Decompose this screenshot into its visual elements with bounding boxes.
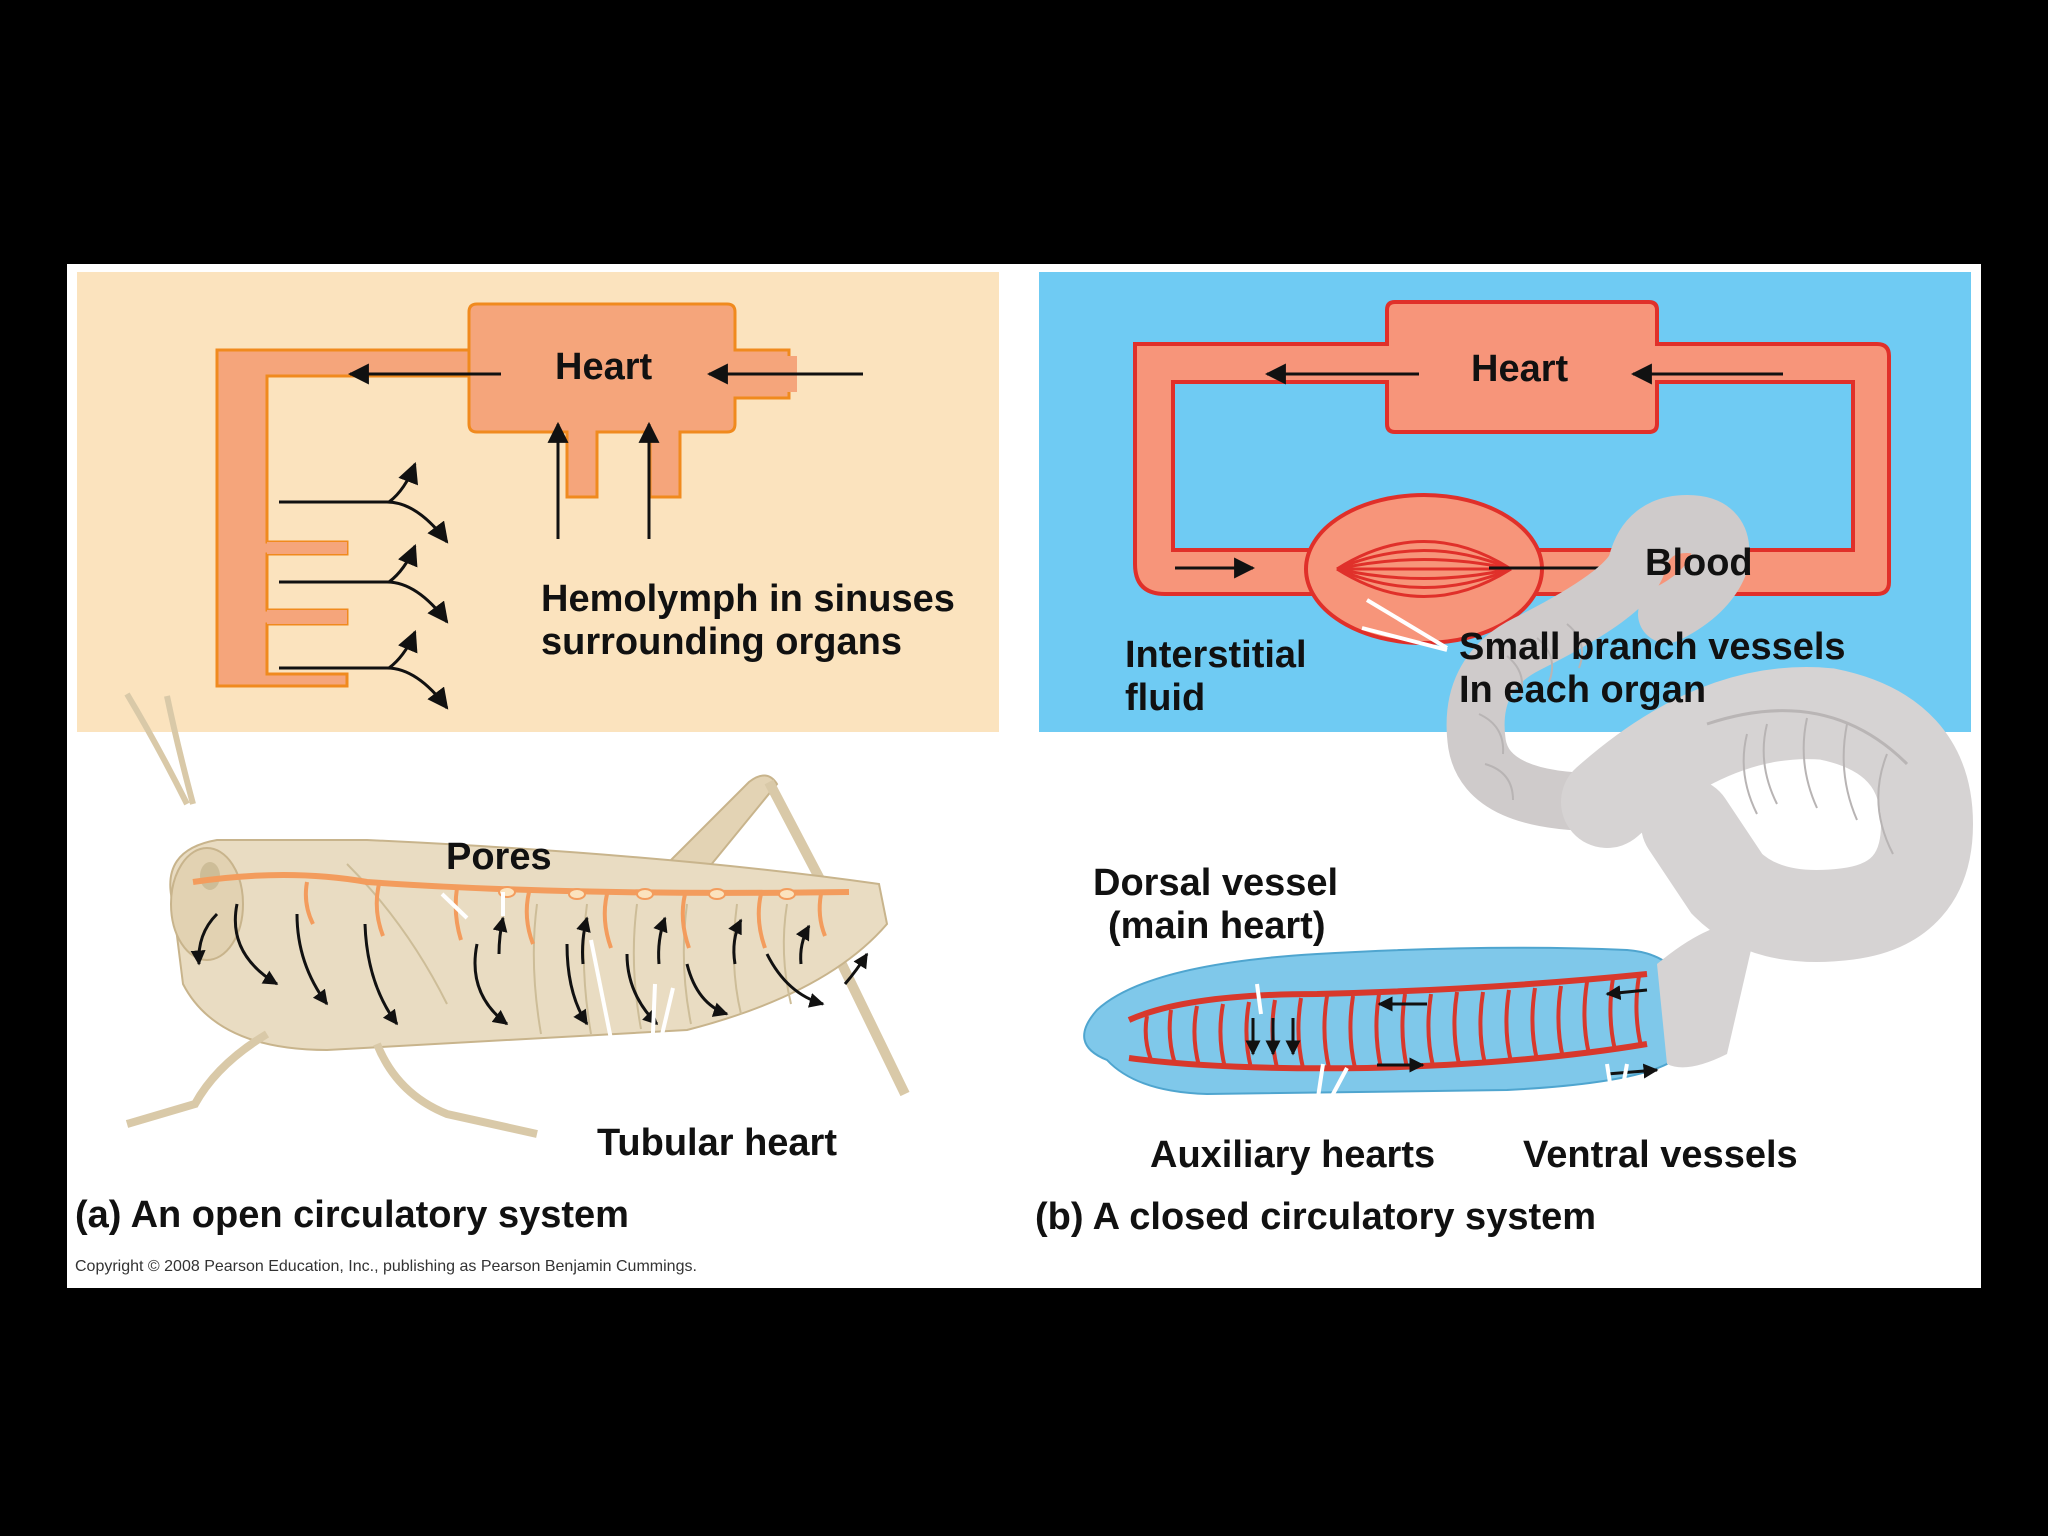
dorsal-vessel-label-line2: (main heart) — [1108, 905, 1326, 947]
closed-system-pointer-lines — [1361, 598, 1449, 652]
hemolymph-label-line2: surrounding organs — [541, 621, 902, 663]
open-system-caption: (a) An open circulatory system — [75, 1194, 629, 1236]
hemolymph-label-line1: Hemolymph in sinuses — [541, 578, 955, 620]
open-heart-label: Heart — [555, 346, 653, 388]
pores-label: Pores — [446, 836, 552, 878]
dorsal-vessel-label-line1: Dorsal vessel — [1093, 862, 1339, 904]
blood-label: Blood — [1645, 542, 1753, 584]
interstitial-fluid-label-line2: fluid — [1125, 677, 1206, 719]
earthworm-flow-arrows — [1245, 985, 1659, 1079]
grasshopper-flow-arrows — [190, 903, 869, 1026]
auxiliary-hearts-label: Auxiliary hearts — [1150, 1134, 1436, 1176]
closed-heart-label: Heart — [1471, 348, 1569, 390]
branch-vessels-label-line2: In each organ — [1459, 669, 1707, 711]
grasshopper-illustration — [124, 692, 910, 1138]
open-system-flow-arrows — [279, 363, 863, 710]
diagram-graphics — [77, 272, 1974, 1138]
tubular-heart-label: Tubular heart — [597, 1122, 837, 1164]
interstitial-fluid-label-line1: Interstitial — [1125, 634, 1307, 676]
open-system-vessels — [215, 302, 797, 688]
earthworm-pointer-lines — [1255, 983, 1629, 1125]
figure: Heart Hemolymph in sinuses surrounding o… — [67, 264, 1981, 1288]
earthworm-illustration — [1083, 494, 1974, 1096]
ventral-vessels-label: Ventral vessels — [1523, 1134, 1798, 1176]
closed-system-caption: (b) A closed circulatory system — [1035, 1196, 1597, 1238]
grasshopper-pointer-lines — [440, 892, 675, 1057]
copyright-notice: Copyright © 2008 Pearson Education, Inc.… — [75, 1258, 697, 1275]
branch-vessels-label-line1: Small branch vessels — [1459, 626, 1846, 668]
